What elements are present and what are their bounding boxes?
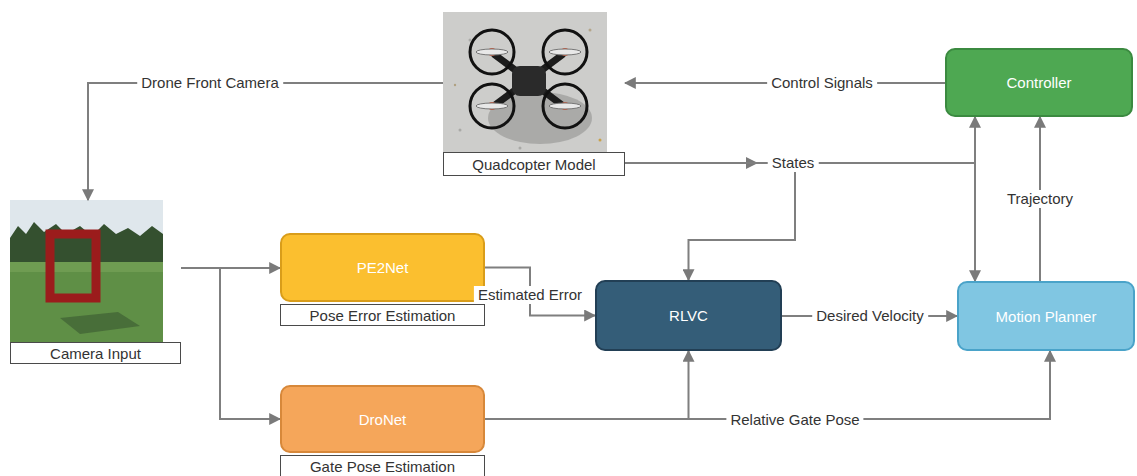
quadcopter-illustration [443,12,607,158]
box-label: DroNet [359,411,407,428]
node-caption: Gate Pose Estimation [280,455,485,476]
edge-label: Control Signals [767,74,877,92]
box-shape: PE2Net [280,233,485,302]
connector-arrow [485,351,689,419]
image-node: Quadcopter Model [443,12,625,176]
connector-arrow [625,163,975,281]
box-label: PE2Net [357,259,409,276]
connector-arrow [181,268,280,419]
edge-label: States [768,154,819,172]
process-box: PE2NetPose Error Estimation [280,233,485,326]
box-shape: DroNet [280,385,485,453]
node-caption: Quadcopter Model [443,152,625,176]
box-shape: Motion Planner [957,281,1135,351]
box-shape: RLVC [595,280,782,351]
node-caption: Pose Error Estimation [280,304,485,326]
edge-label: Relative Gate Pose [726,411,863,429]
process-box: RLVC [595,280,782,351]
connector-arrow [625,163,795,280]
camera-view-illustration [10,200,163,343]
node-caption: Camera Input [10,342,181,364]
edge-label: Drone Front Camera [137,74,283,92]
process-box: Controller [945,48,1133,117]
box-label: Motion Planner [996,308,1097,325]
edge-label: Estimated Error [474,286,586,304]
image-area [443,12,625,152]
connector-arrow [485,351,1050,419]
image-area [10,200,181,342]
box-label: RLVC [669,307,708,324]
box-label: Controller [1006,74,1071,91]
process-box: DroNetGate Pose Estimation [280,385,485,476]
edge-label: Trajectory [1003,190,1077,208]
connector-arrow [88,83,443,200]
edge-label: Desired Velocity [812,307,928,325]
box-shape: Controller [945,48,1133,117]
process-box: Motion Planner [957,281,1135,351]
image-node: Camera Input [10,200,181,364]
